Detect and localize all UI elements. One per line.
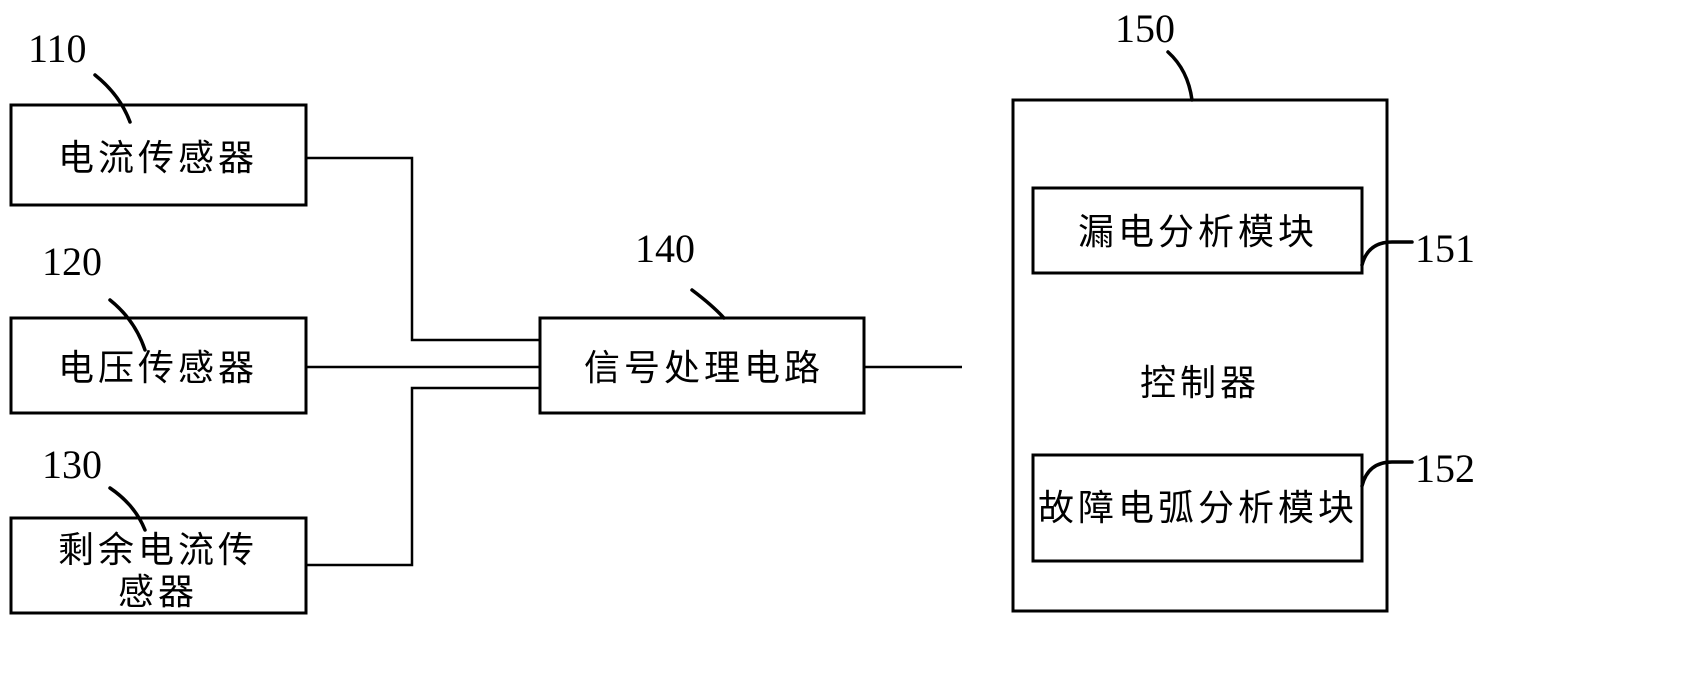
block-130-frame [9,516,308,615]
wire-110-to-140 [306,156,540,342]
ref-152: 152 [1415,446,1475,491]
block-signal-processing-circuit: 信号处理电路 [538,316,866,415]
block-120-frame [9,316,308,415]
leader-120 [108,298,147,352]
block-150-label: 控制器 [1140,363,1260,404]
block-110-frame [9,103,308,207]
block-110-label: 电流传感器 [58,138,258,179]
leader-150 [1166,50,1194,102]
block-voltage-sensor: 电压传感器 [9,316,308,415]
leader-140 [690,288,726,320]
ref-130: 130 [42,442,102,487]
block-151-label: 漏电分析模块 [1078,212,1318,253]
block-arc-fault-analysis-module: 故障电弧分析模块 [1031,453,1364,563]
wire-130-to-140 [306,386,540,567]
block-152-label: 故障电弧分析模块 [1038,488,1358,529]
block-current-sensor: 电流传感器 [9,103,308,207]
block-140-label: 信号处理电路 [584,348,824,389]
block-120-label: 电压传感器 [58,348,258,389]
leader-130 [108,486,147,532]
leader-152 [1360,460,1414,488]
ref-110: 110 [28,26,87,71]
block-152-frame [1031,453,1364,563]
block-130-label-line2: 感器 [118,572,198,613]
block-leakage-analysis-module: 漏电分析模块 [1031,186,1364,275]
block-residual-current-sensor: 剩余电流传 感器 [9,516,308,615]
ref-151: 151 [1415,226,1475,271]
block-controller: 控制器 漏电分析模块 故障电弧分析模块 [1011,98,1389,613]
ref-150: 150 [1115,6,1175,51]
block-130-label-line1: 剩余电流传 [58,530,258,571]
block-151-frame [1031,186,1364,275]
ref-120: 120 [42,239,102,284]
leader-151 [1360,240,1414,267]
leader-110 [93,73,132,124]
ref-140: 140 [635,226,695,271]
block-140-frame [538,316,866,415]
